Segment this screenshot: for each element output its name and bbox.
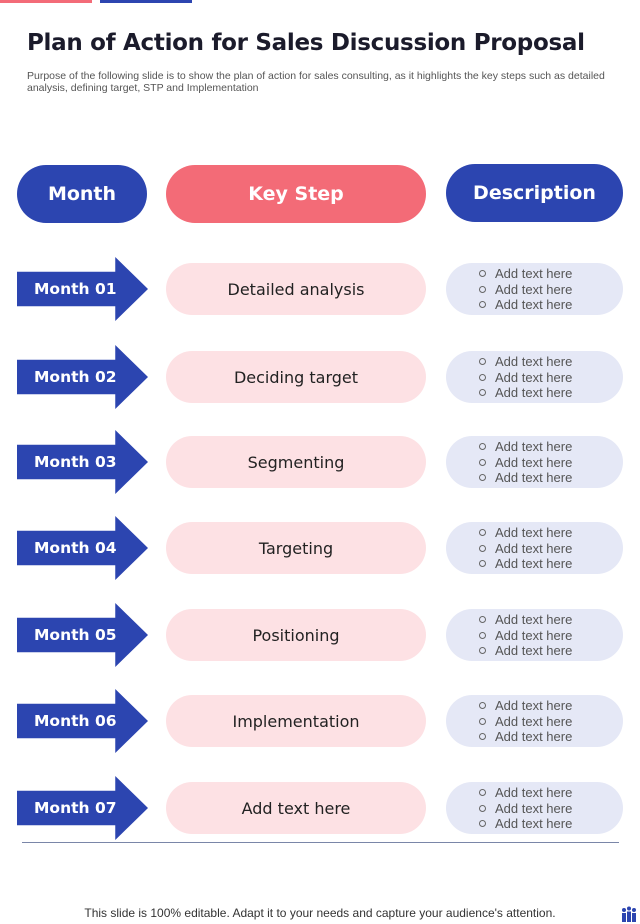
circle-bullet-icon: [479, 702, 486, 710]
description-box: Add text here Add text here Add text her…: [446, 782, 623, 834]
description-item: Add text here: [479, 266, 572, 282]
key-step-box: Implementation: [166, 695, 426, 747]
key-step-box: Detailed analysis: [166, 263, 426, 315]
circle-bullet-icon: [479, 358, 486, 366]
page-subtitle: Purpose of the following slide is to sho…: [27, 70, 605, 94]
circle-bullet-icon: [479, 458, 486, 466]
circle-bullet-icon: [479, 270, 486, 278]
top-accent-blue: [100, 0, 192, 3]
key-step-box: Targeting: [166, 522, 426, 574]
description-item: Add text here: [479, 525, 572, 541]
description-item: Add text here: [479, 439, 572, 455]
month-arrow: Month 04: [17, 516, 148, 580]
description-box: Add text here Add text here Add text her…: [446, 263, 623, 315]
circle-bullet-icon: [479, 647, 486, 655]
circle-bullet-icon: [479, 285, 486, 293]
circle-bullet-icon: [479, 789, 486, 797]
header-key-step: Key Step: [166, 165, 426, 223]
month-arrow: Month 05: [17, 603, 148, 667]
description-item: Add text here: [479, 370, 572, 386]
footer-note: This slide is 100% editable. Adapt it to…: [84, 906, 556, 920]
circle-bullet-icon: [479, 389, 486, 397]
month-label: Month 04: [34, 539, 117, 557]
month-label: Month 06: [34, 712, 117, 730]
circle-bullet-icon: [479, 820, 486, 828]
month-label: Month 01: [34, 280, 117, 298]
month-label: Month 03: [34, 453, 117, 471]
circle-bullet-icon: [479, 544, 486, 552]
header-month: Month: [17, 165, 147, 223]
circle-bullet-icon: [479, 560, 486, 568]
description-item: Add text here: [479, 354, 572, 370]
people-group-icon: [622, 906, 636, 922]
circle-bullet-icon: [479, 616, 486, 624]
description-box: Add text here Add text here Add text her…: [446, 351, 623, 403]
description-item: Add text here: [479, 282, 572, 298]
circle-bullet-icon: [479, 804, 486, 812]
description-item: Add text here: [479, 785, 572, 801]
description-item: Add text here: [479, 698, 572, 714]
month-label: Month 07: [34, 799, 117, 817]
month-arrow: Month 07: [17, 776, 148, 840]
description-item: Add text here: [479, 612, 572, 628]
description-item: Add text here: [479, 628, 572, 644]
page-title: Plan of Action for Sales Discussion Prop…: [27, 30, 585, 56]
key-step-box: Positioning: [166, 609, 426, 661]
description-item: Add text here: [479, 816, 572, 832]
key-step-box: Add text here: [166, 782, 426, 834]
key-step-box: Deciding target: [166, 351, 426, 403]
description-box: Add text here Add text here Add text her…: [446, 695, 623, 747]
top-accent-red: [0, 0, 92, 3]
month-label: Month 05: [34, 626, 117, 644]
description-item: Add text here: [479, 385, 572, 401]
description-item: Add text here: [479, 714, 572, 730]
bottom-divider: [22, 842, 619, 843]
month-arrow: Month 01: [17, 257, 148, 321]
description-box: Add text here Add text here Add text her…: [446, 609, 623, 661]
month-arrow: Month 03: [17, 430, 148, 494]
circle-bullet-icon: [479, 301, 486, 309]
description-item: Add text here: [479, 729, 572, 745]
description-item: Add text here: [479, 541, 572, 557]
description-item: Add text here: [479, 643, 572, 659]
circle-bullet-icon: [479, 717, 486, 725]
description-item: Add text here: [479, 470, 572, 486]
header-description: Description: [446, 164, 623, 222]
circle-bullet-icon: [479, 529, 486, 537]
circle-bullet-icon: [479, 474, 486, 482]
description-item: Add text here: [479, 801, 572, 817]
key-step-box: Segmenting: [166, 436, 426, 488]
circle-bullet-icon: [479, 631, 486, 639]
circle-bullet-icon: [479, 443, 486, 451]
description-box: Add text here Add text here Add text her…: [446, 522, 623, 574]
month-arrow: Month 02: [17, 345, 148, 409]
description-box: Add text here Add text here Add text her…: [446, 436, 623, 488]
description-item: Add text here: [479, 297, 572, 313]
description-item: Add text here: [479, 455, 572, 471]
month-label: Month 02: [34, 368, 117, 386]
month-arrow: Month 06: [17, 689, 148, 753]
description-item: Add text here: [479, 556, 572, 572]
circle-bullet-icon: [479, 373, 486, 381]
circle-bullet-icon: [479, 733, 486, 741]
